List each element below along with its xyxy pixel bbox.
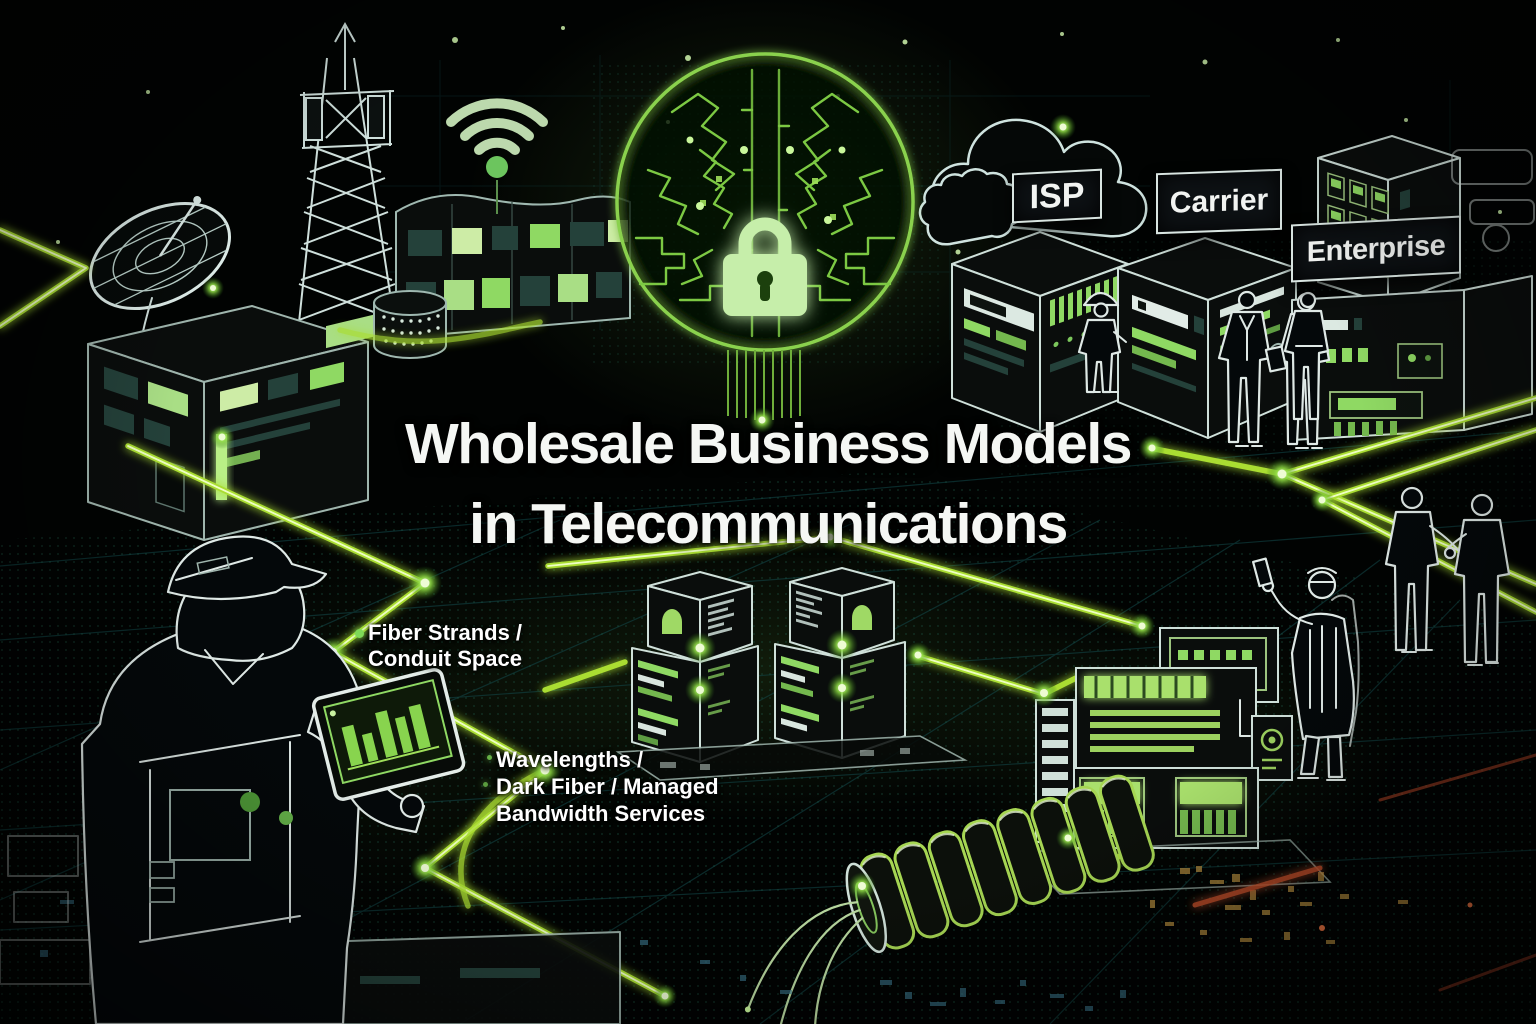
carrier-sign-label: Carrier [1169,182,1269,220]
shield-icon [662,609,682,634]
technician-hand [399,793,425,819]
shield-icon [852,605,872,630]
wavelengths-line3: Bandwidth Services [496,801,706,826]
bullet-dot [487,755,492,760]
server-cabinet-left [631,571,759,763]
server-cabinet-right [774,567,906,759]
fiber-strands-line2: Conduit Space [368,646,523,671]
title-line-1: Wholesale Business Models [405,412,1132,476]
bullet-dot [483,782,488,787]
fiber-strands-label: Fiber Strands / Conduit Space [368,620,522,672]
enterprise-sign: Enterprise [1291,215,1461,283]
main-title: Wholesale Business Models in Telecommuni… [0,404,1536,564]
round-building [373,290,447,359]
isp-sign-label: ISP [1029,175,1085,216]
wavelengths-line1: Wavelengths / [496,747,644,772]
wavelengths-line2: Dark Fiber / Managed [496,774,719,799]
isp-sign: ISP [1012,168,1102,224]
bullet-dot [355,629,364,638]
title-line-2: in Telecommunications [469,492,1068,556]
enterprise-sign-label: Enterprise [1306,228,1446,269]
carrier-sign: Carrier [1156,168,1282,235]
fiber-strands-line1: Fiber Strands / [368,620,523,645]
wavelengths-label: Wavelengths / Dark Fiber / Managed Bandw… [496,746,719,827]
